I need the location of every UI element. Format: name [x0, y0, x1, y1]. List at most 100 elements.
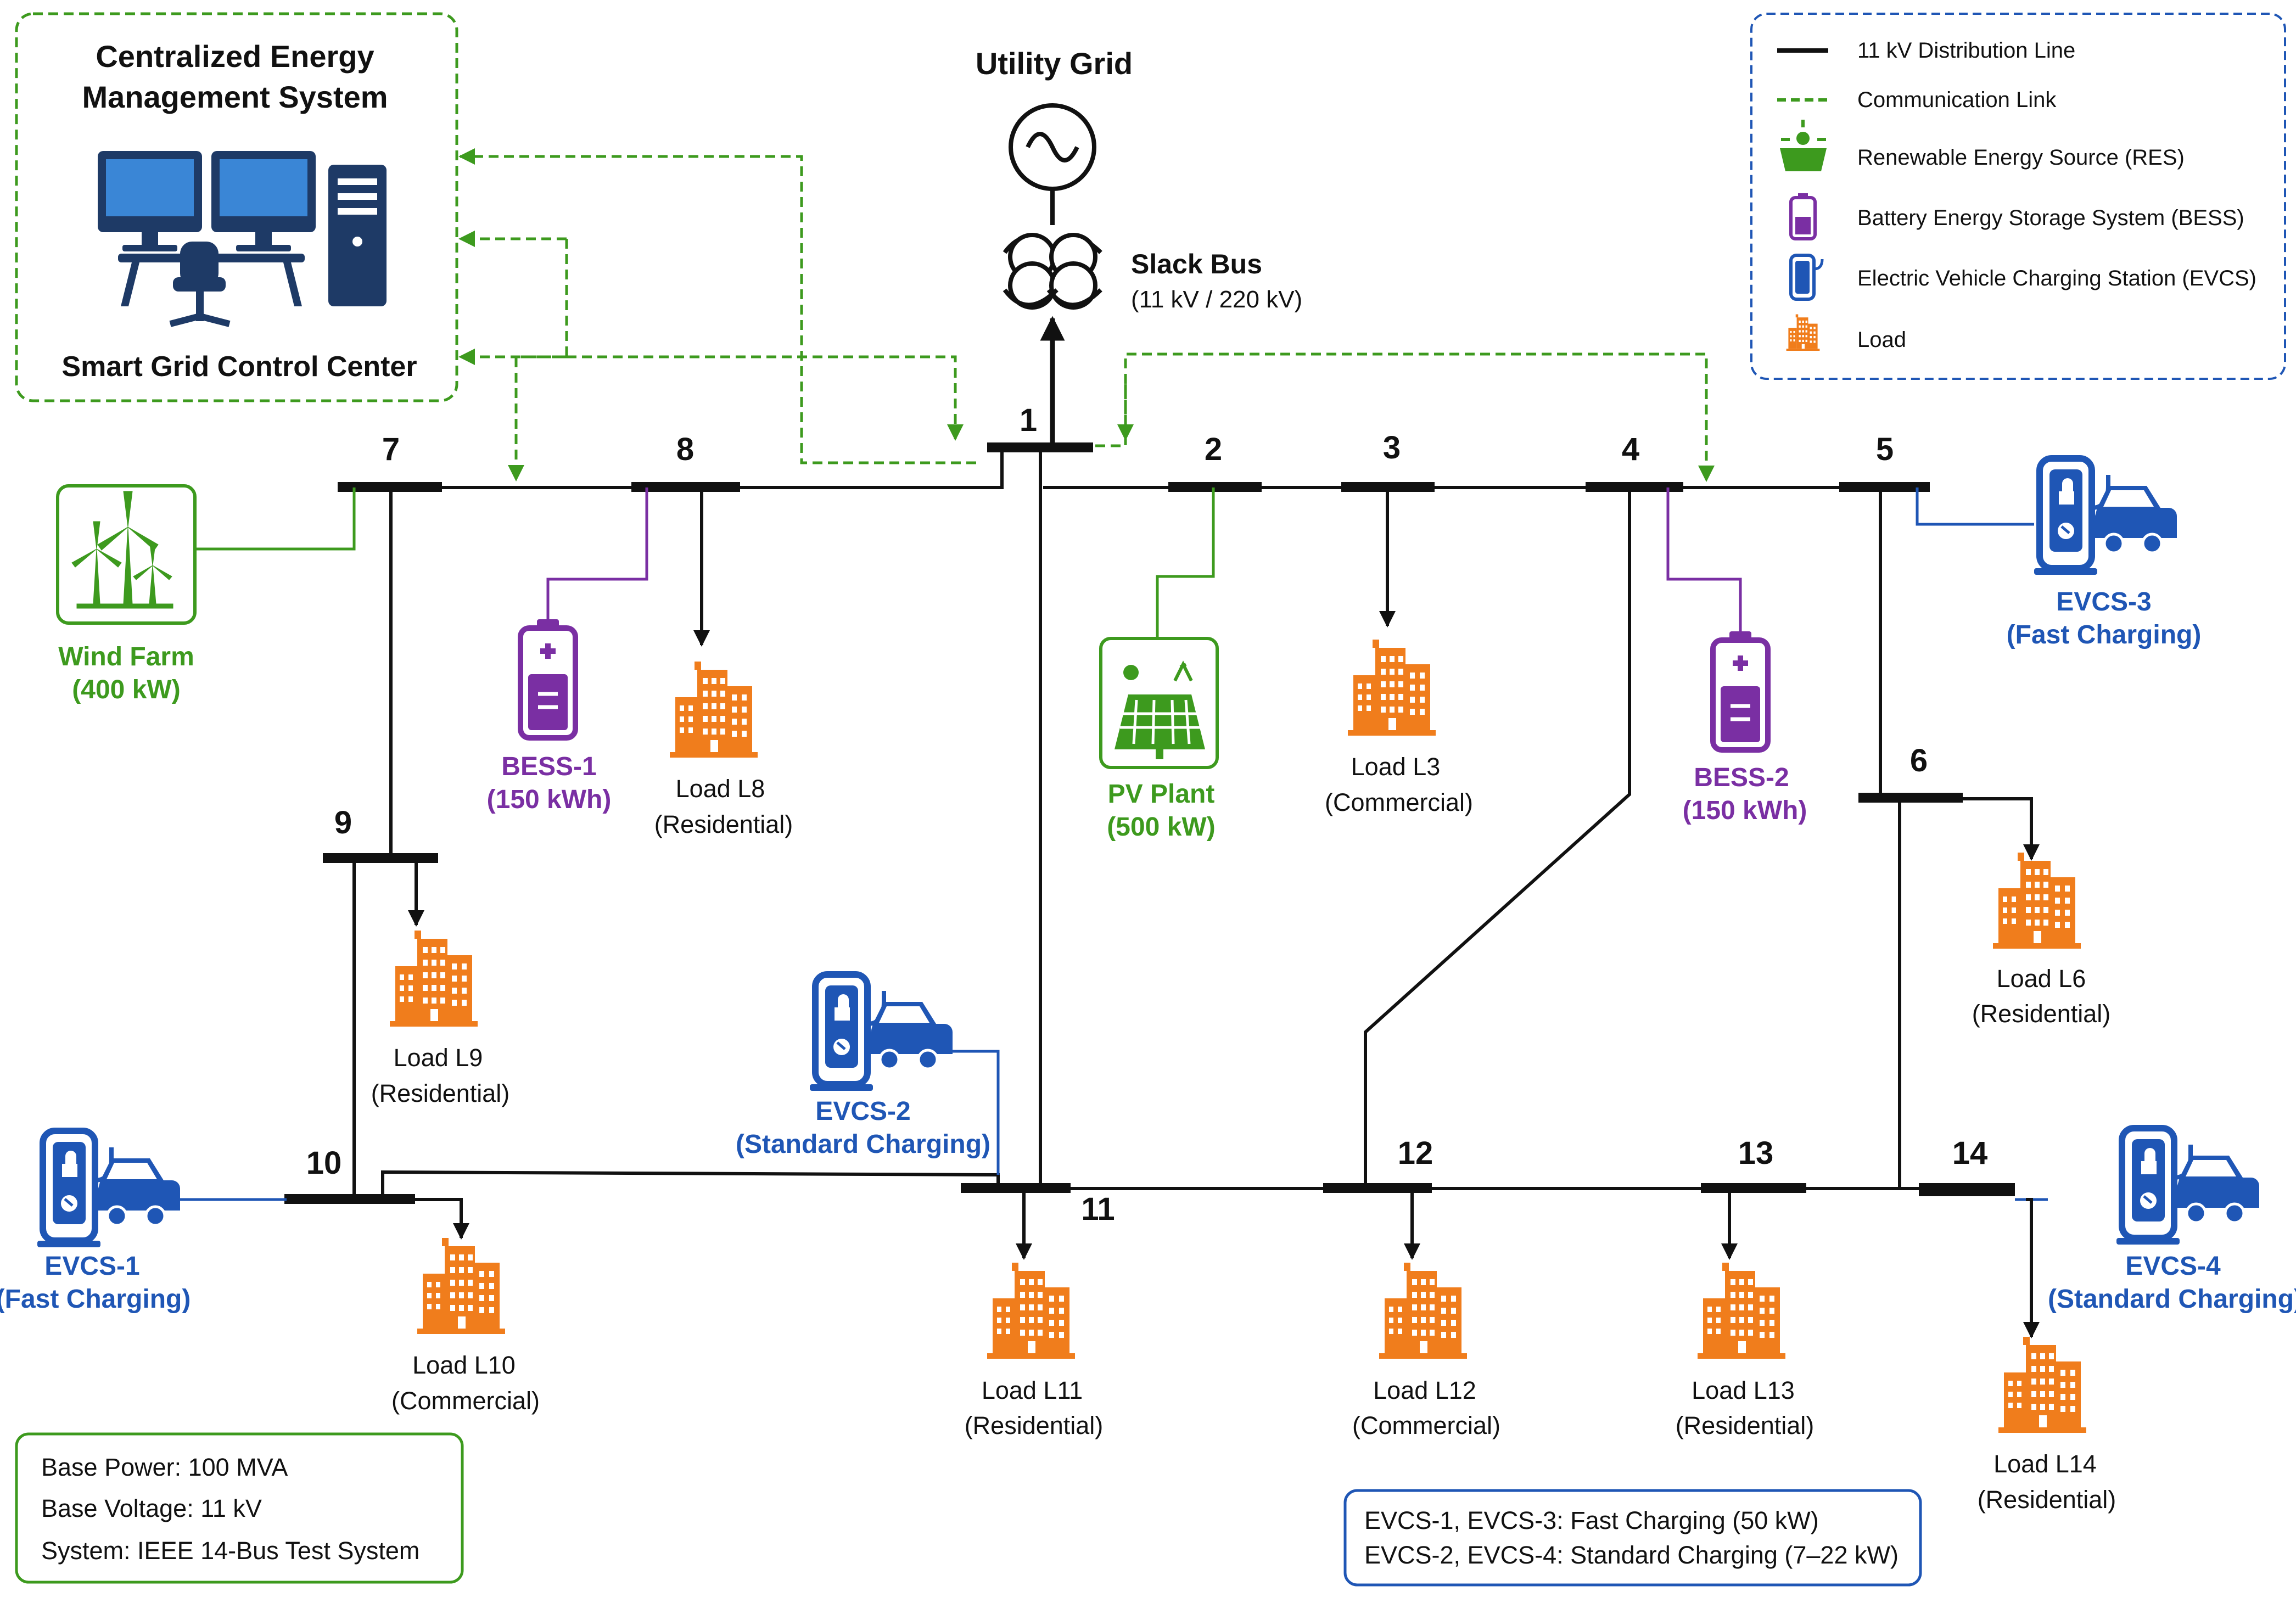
load-L10-type: (Commercial)	[391, 1387, 540, 1415]
bus-12	[1323, 1183, 1432, 1193]
evcs-note-standard: EVCS-2, EVCS-4: Standard Charging (7–22 …	[1364, 1541, 1899, 1569]
bus-13	[1701, 1183, 1806, 1193]
bus-label-3: 3	[1383, 430, 1401, 466]
load-L9: Load L9 (Residential)	[371, 931, 510, 1107]
building-icon	[670, 662, 758, 758]
load-L3: Load L3 (Commercial)	[1325, 640, 1473, 816]
buses	[284, 442, 2015, 1204]
legend: 11 kV Distribution Line Communication Li…	[1750, 13, 2286, 380]
ev-charger-icon	[37, 1131, 180, 1247]
feeder-L14	[2023, 1198, 2040, 1338]
system-info-system: System: IEEE 14-Bus Test System	[41, 1537, 419, 1565]
control-center-box	[15, 12, 458, 402]
ev-charger-icon	[810, 974, 953, 1091]
communication-links	[458, 148, 1715, 482]
control-center-subtitle: Smart Grid Control Center	[61, 351, 417, 383]
bus-1	[987, 442, 1093, 452]
bess-1-name: BESS-1	[501, 752, 596, 781]
load-L8-type: (Residential)	[654, 810, 793, 838]
bus-5	[1839, 482, 1930, 492]
evcs-2-type: (Standard Charging)	[736, 1130, 990, 1159]
building-icon	[1998, 1337, 2086, 1433]
line-7-8-1	[340, 449, 1004, 489]
transformer-icon	[1003, 233, 1102, 310]
bus-label-10: 10	[306, 1145, 342, 1181]
pv-plant: PV Plant (500 kW)	[1099, 487, 1219, 842]
bus-labels: 1 2 3 4 5 6 7 8 9 10 11 12 13 14	[306, 402, 1988, 1227]
system-info: Base Power: 100 MVA Base Voltage: 11 kV …	[15, 1432, 464, 1584]
feeder-L6	[1963, 797, 2040, 861]
sine-wave	[1026, 132, 1079, 162]
legend-item-comm: Communication Link	[1857, 88, 2057, 112]
evcs-1-type: (Fast Charging)	[0, 1285, 191, 1314]
load-L6-type: (Residential)	[1972, 1000, 2111, 1028]
utility-grid: Utility Grid Slack Bus (11 kV / 220 kV)	[976, 46, 1302, 446]
building-icon	[987, 1263, 1075, 1359]
bus-8	[631, 482, 740, 492]
bus-7	[338, 482, 442, 492]
load-L12-type: (Commercial)	[1352, 1411, 1500, 1439]
utility-grid-title: Utility Grid	[976, 46, 1133, 81]
building-icon	[1348, 640, 1436, 736]
battery-icon	[1713, 631, 1768, 750]
pv-plant-rating: (500 kW)	[1107, 812, 1215, 842]
load-L14: Load L14 (Residential)	[1978, 1337, 2116, 1514]
load-L10-name: Load L10	[412, 1351, 516, 1379]
bess-2-name: BESS-2	[1694, 763, 1789, 792]
load-L8-name: Load L8	[676, 775, 765, 803]
bus-11	[961, 1183, 1071, 1193]
computer-workstation-icon	[98, 151, 387, 327]
load-L3-name: Load L3	[1351, 753, 1441, 781]
ev-charger-icon	[2034, 458, 2177, 575]
bus-6	[1858, 793, 1963, 803]
load-L6-name: Load L6	[1997, 965, 2086, 993]
bus-label-6: 6	[1910, 743, 1928, 778]
load-L9-type: (Residential)	[371, 1079, 510, 1107]
legend-item-res: Renewable Energy Source (RES)	[1857, 145, 2185, 170]
solar-panel-icon	[1115, 660, 1205, 759]
load-L12-name: Load L12	[1373, 1376, 1476, 1404]
bus-10	[284, 1194, 415, 1204]
load-L6: Load L6 (Residential)	[1972, 853, 2111, 1028]
bus-label-11: 11	[1081, 1191, 1115, 1227]
evcs-1: EVCS-1 (Fast Charging)	[0, 1131, 287, 1314]
load-L11: Load L11 (Residential)	[965, 1263, 1103, 1439]
bus-2	[1168, 482, 1262, 492]
system-info-base-voltage: Base Voltage: 11 kV	[41, 1494, 262, 1522]
bus-4	[1586, 482, 1683, 492]
evcs-3-name: EVCS-3	[2056, 587, 2151, 617]
slack-bus-voltage: (11 kV / 220 kV)	[1131, 286, 1302, 313]
evcs-2: EVCS-2 (Standard Charging)	[736, 974, 1000, 1175]
bus-label-5: 5	[1876, 432, 1894, 467]
bus-label-13: 13	[1738, 1135, 1774, 1171]
building-icon	[417, 1238, 505, 1334]
bess-2: BESS-2 (150 kWh)	[1666, 487, 1807, 825]
pv-plant-name: PV Plant	[1108, 780, 1215, 809]
evcs-note: EVCS-1, EVCS-3: Fast Charging (50 kW) EV…	[1343, 1489, 1922, 1587]
load-L13: Load L13 (Residential)	[1676, 1263, 1814, 1439]
legend-res-icon	[1780, 120, 1827, 171]
legend-box	[1750, 13, 2286, 380]
system-info-box	[15, 1432, 464, 1584]
evcs-3-type: (Fast Charging)	[2007, 620, 2202, 649]
bus-label-7: 7	[382, 432, 400, 467]
slack-bus-label: Slack Bus	[1131, 249, 1262, 279]
bus-14	[1919, 1183, 2015, 1196]
wind-farm-name: Wind Farm	[58, 642, 194, 671]
building-icon	[390, 931, 478, 1027]
comm-link-bus8-up	[508, 239, 568, 481]
evcs-4-type: (Standard Charging)	[2048, 1285, 2296, 1314]
building-icon	[1379, 1263, 1467, 1359]
line-4-12	[1364, 487, 1631, 1189]
bus-label-4: 4	[1622, 432, 1639, 467]
bus-9	[323, 853, 438, 863]
load-L3-type: (Commercial)	[1325, 788, 1473, 816]
legend-evcs-icon	[1789, 254, 1824, 301]
comm-link-bus1-b	[567, 355, 964, 441]
load-L14-name: Load L14	[1993, 1450, 2097, 1478]
bus-label-1: 1	[1020, 402, 1037, 438]
legend-item-evcs: Electric Vehicle Charging Station (EVCS)	[1857, 266, 2256, 290]
evcs-note-box	[1343, 1489, 1922, 1587]
control-center-title-1: Centralized Energy	[96, 39, 374, 74]
wind-farm: Wind Farm (400 kW)	[56, 484, 356, 704]
